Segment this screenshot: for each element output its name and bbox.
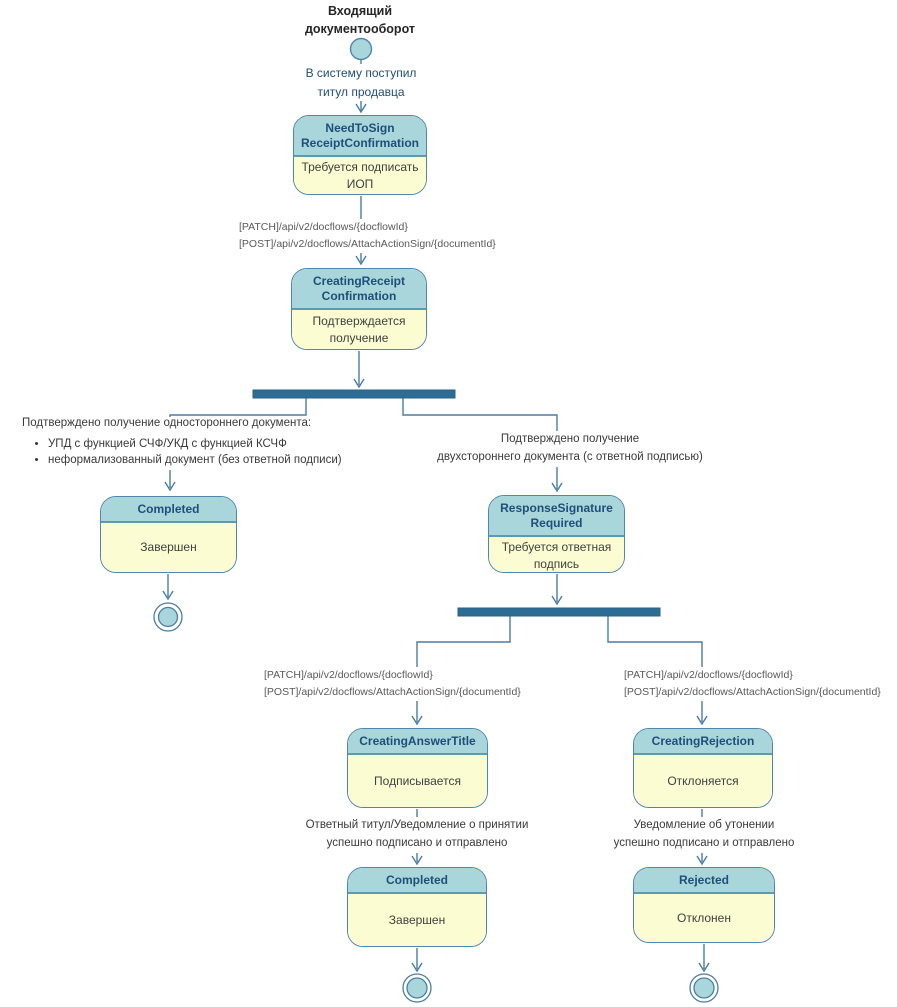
list-item: неформализованный документ (без ответной… bbox=[48, 454, 344, 466]
state-creating-answer-title: CreatingAnswerTitle Подписывается bbox=[347, 728, 488, 808]
branch-label-two-sided: Подтверждено получение двухстороннего до… bbox=[437, 431, 703, 467]
arrowhead-icon bbox=[353, 378, 365, 389]
state-title: NeedToSign ReceiptConfirmation bbox=[294, 116, 426, 157]
arrowhead-icon bbox=[696, 855, 708, 866]
final-state-node-rejected bbox=[689, 973, 719, 1003]
state-description: Отклоняется bbox=[634, 755, 772, 807]
branch-one-sided-list: УПД с функцией СЧФ/УКД с функцией КСЧФ н… bbox=[22, 438, 344, 466]
edge-label-api-top: [PATCH]/api/v2/docflows/{docflowId} [POS… bbox=[239, 219, 496, 253]
edge-label-api-left: [PATCH]/api/v2/docflows/{docflowId} [POS… bbox=[264, 667, 521, 701]
state-title: CreatingRejection bbox=[634, 729, 772, 755]
state-title: CreatingReceipt Confirmation bbox=[292, 269, 426, 310]
state-creating-rejection: CreatingRejection Отклоняется bbox=[633, 728, 773, 808]
state-description: Требуется подписать ИОП bbox=[294, 157, 426, 194]
branch-label-one-sided: Подтверждено получение одностороннего до… bbox=[22, 417, 344, 470]
branch-one-sided-heading: Подтверждено получение одностороннего до… bbox=[22, 417, 312, 429]
state-description: Завершен bbox=[101, 523, 236, 572]
state-description: Подтверждается получение bbox=[292, 310, 426, 349]
state-title: Completed bbox=[101, 497, 236, 523]
state-title: Completed bbox=[348, 868, 486, 894]
arrowhead-icon bbox=[698, 962, 710, 973]
state-title: ResponseSignature Required bbox=[489, 496, 624, 537]
state-description: Подписывается bbox=[348, 755, 487, 807]
state-title: Rejected bbox=[634, 868, 774, 894]
fork-bar-2 bbox=[457, 607, 661, 617]
arrowhead-icon bbox=[411, 962, 423, 973]
arrowhead-icon bbox=[411, 715, 423, 726]
arrowhead-icon bbox=[551, 595, 563, 606]
edge-label-api-right: [PATCH]/api/v2/docflows/{docflowId} [POS… bbox=[624, 667, 881, 701]
arrowhead-icon bbox=[411, 855, 423, 866]
state-description: Требуется ответная подпись bbox=[489, 537, 624, 572]
edge-label-answer-sent: Ответный титул/Уведомление о принятии ус… bbox=[305, 817, 529, 853]
arrowhead-icon bbox=[164, 481, 176, 492]
state-creating-receipt-confirmation: CreatingReceipt Confirmation Подтверждае… bbox=[291, 268, 427, 350]
state-completed-bottom: Completed Завершен bbox=[347, 867, 487, 947]
arrowhead-icon bbox=[696, 715, 708, 726]
final-state-node-left bbox=[153, 602, 183, 632]
edge-label-rejection-sent: Уведомление об утонении успешно подписан… bbox=[613, 817, 795, 853]
fork-bar-1 bbox=[252, 389, 456, 399]
arrowhead-icon bbox=[551, 482, 563, 493]
final-state-node-completed bbox=[402, 973, 432, 1003]
state-need-to-sign-receipt-confirmation: NeedToSign ReceiptConfirmation Требуется… bbox=[293, 115, 427, 195]
state-rejected: Rejected Отклонен bbox=[633, 867, 775, 943]
arrowhead-icon bbox=[355, 103, 367, 114]
edge-label-start: В систему поступил титул продавца bbox=[305, 64, 417, 102]
arrowhead-icon bbox=[162, 590, 174, 601]
state-completed-left: Completed Завершен bbox=[100, 496, 237, 573]
list-item: УПД с функцией СЧФ/УКД с функцией КСЧФ bbox=[48, 438, 344, 450]
state-response-signature-required: ResponseSignature Required Требуется отв… bbox=[488, 495, 625, 573]
state-description: Завершен bbox=[348, 894, 486, 946]
initial-state-node bbox=[349, 37, 373, 61]
state-title: CreatingAnswerTitle bbox=[348, 729, 487, 755]
arrowhead-icon bbox=[355, 255, 367, 266]
diagram-title: Входящий документооборот bbox=[304, 4, 416, 36]
state-description: Отклонен bbox=[634, 894, 774, 942]
